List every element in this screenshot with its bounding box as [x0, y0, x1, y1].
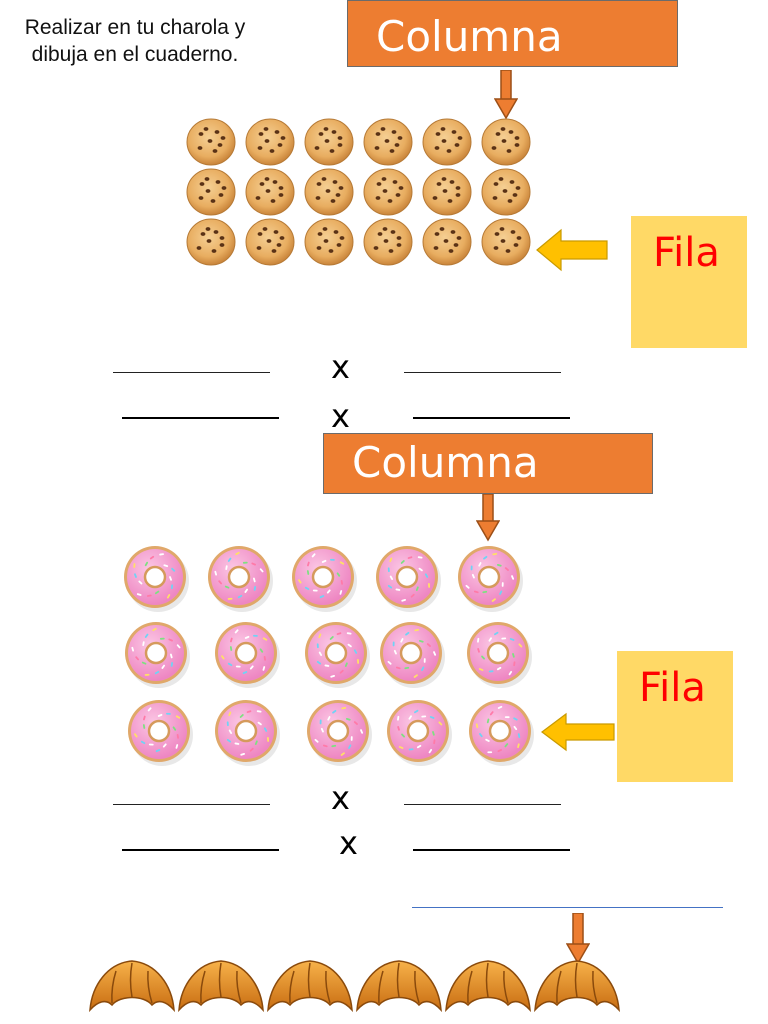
- arrow-left-icon: [541, 712, 615, 752]
- arrow-down-icon: [476, 494, 500, 542]
- donut-icon: [467, 622, 532, 688]
- cookie-icon: [363, 168, 413, 216]
- donut-icon: [376, 546, 441, 612]
- donut-icon: [208, 546, 273, 612]
- croissant-icon: [356, 960, 442, 1013]
- answer-blank[interactable]: [113, 372, 270, 373]
- answer-blank[interactable]: [113, 804, 270, 805]
- cookie-icon: [422, 218, 472, 266]
- times-symbol: x: [339, 824, 358, 862]
- cookie-icon: [245, 118, 295, 166]
- answer-blank[interactable]: [413, 849, 570, 851]
- instructions-text: Realizar en tu charola y dibuja en el cu…: [24, 16, 246, 66]
- cookie-icon: [422, 118, 472, 166]
- answer-blank[interactable]: [404, 804, 561, 805]
- times-symbol: x: [331, 348, 350, 386]
- cookie-icon: [363, 218, 413, 266]
- croissant-icon: [534, 960, 620, 1013]
- cookie-icon: [245, 218, 295, 266]
- donut-icon: [305, 622, 370, 688]
- cookie-icon: [481, 118, 531, 166]
- row-label-box: Fila: [617, 651, 733, 782]
- donut-icon: [124, 546, 189, 612]
- answer-blank[interactable]: [122, 417, 279, 419]
- croissant-icon: [445, 960, 531, 1013]
- column-label-box: Columna: [347, 0, 678, 67]
- cookie-icon: [481, 168, 531, 216]
- donut-icon: [387, 700, 452, 766]
- donut-icon: [307, 700, 372, 766]
- arrow-down-icon: [494, 70, 518, 120]
- cookie-icon: [422, 168, 472, 216]
- donut-icon: [292, 546, 357, 612]
- donut-grid: [118, 540, 538, 772]
- cookie-icon: [245, 168, 295, 216]
- times-symbol: x: [331, 779, 350, 817]
- row-label-box: Fila: [631, 216, 747, 348]
- donut-icon: [380, 622, 445, 688]
- answer-blank[interactable]: [122, 849, 279, 851]
- croissant-icon: [267, 960, 353, 1013]
- croissant-row: [84, 955, 624, 1017]
- arrow-left-icon: [536, 228, 608, 272]
- column-label-box: Columna: [323, 433, 653, 494]
- divider-line: [412, 907, 723, 908]
- answer-blank[interactable]: [413, 417, 570, 419]
- croissant-icon: [178, 960, 264, 1013]
- times-symbol: x: [331, 397, 350, 435]
- donut-icon: [469, 700, 534, 766]
- donut-icon: [128, 700, 193, 766]
- answer-blank[interactable]: [404, 372, 561, 373]
- cookie-icon: [363, 118, 413, 166]
- cookie-icon: [304, 118, 354, 166]
- donut-icon: [458, 546, 523, 612]
- cookie-icon: [186, 168, 236, 216]
- arrow-down-icon: [566, 913, 590, 965]
- cookie-icon: [304, 218, 354, 266]
- donut-icon: [215, 622, 280, 688]
- donut-icon: [215, 700, 280, 766]
- croissant-icon: [89, 960, 175, 1013]
- cookie-icon: [481, 218, 531, 266]
- cookie-icon: [186, 218, 236, 266]
- cookie-icon: [186, 118, 236, 166]
- cookie-icon: [304, 168, 354, 216]
- cookie-grid: [180, 112, 540, 274]
- donut-icon: [125, 622, 190, 688]
